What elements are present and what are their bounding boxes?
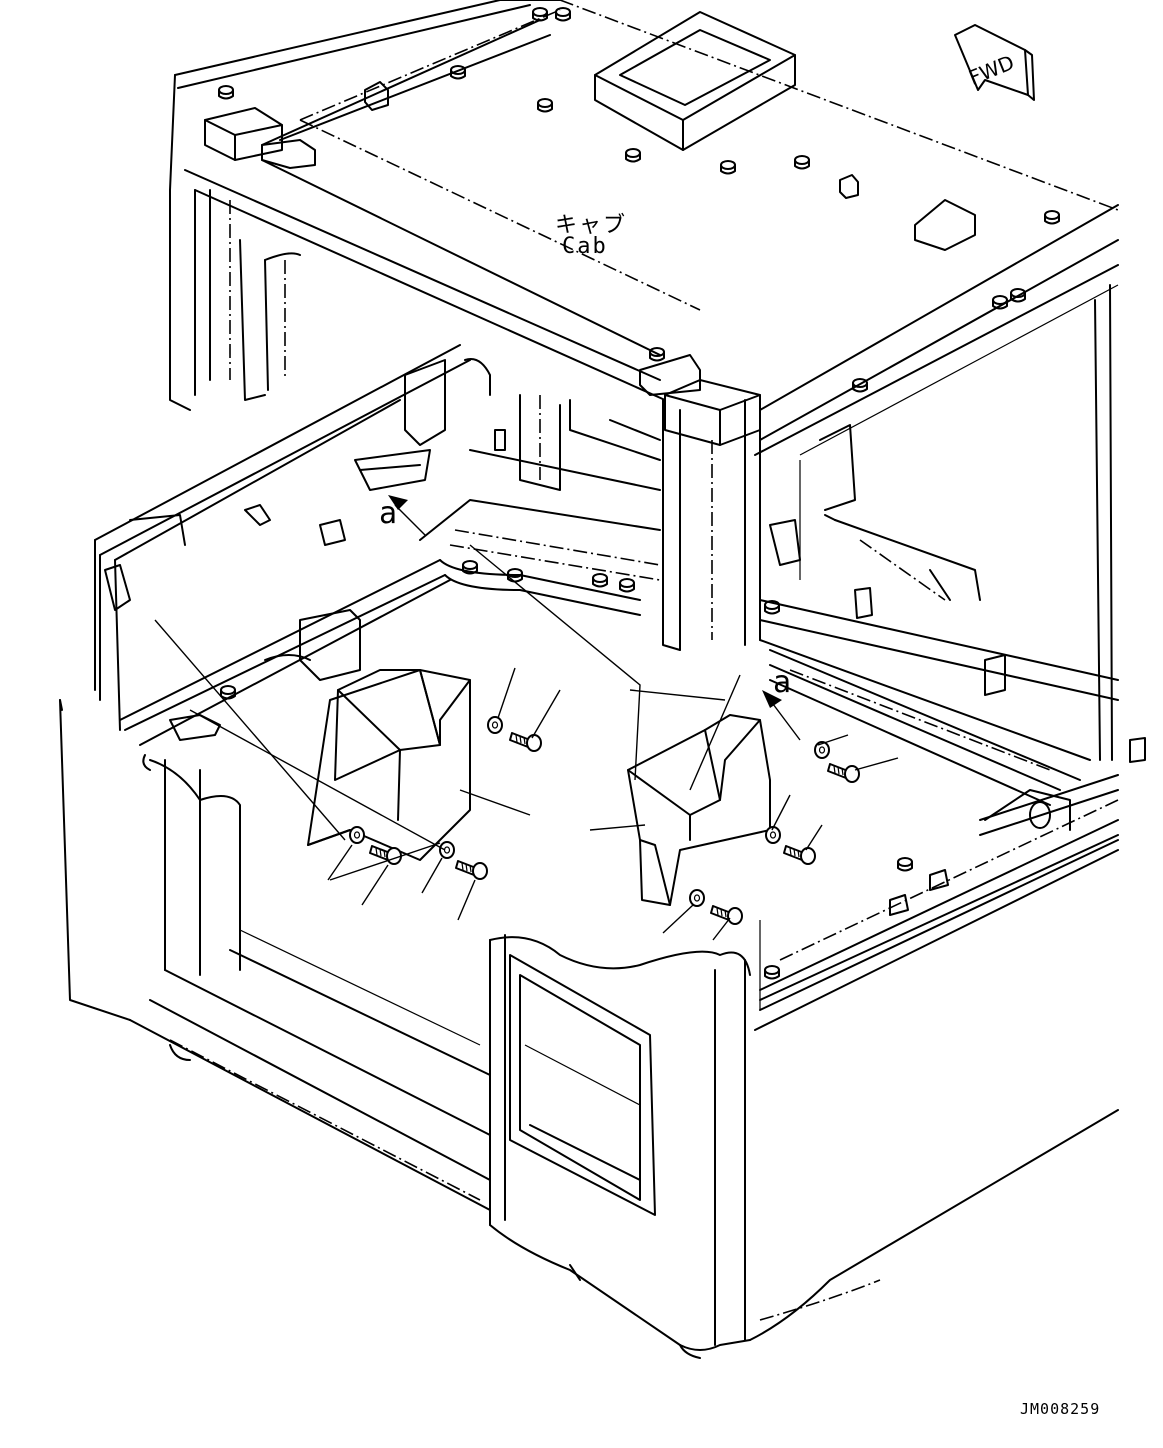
- nut-icon: [720, 160, 736, 175]
- bolt-icon: [509, 732, 542, 752]
- bolt-icon: [710, 905, 743, 925]
- right-duct-cover: [589, 714, 771, 906]
- leader-line: [712, 917, 731, 941]
- washer-icon: [814, 741, 830, 759]
- view-a-label-right: a: [773, 665, 792, 700]
- cab-label-japanese: キャブ: [555, 213, 628, 238]
- leader-line: [457, 879, 476, 921]
- nut-icon: [537, 98, 553, 113]
- leader-line: [327, 844, 353, 881]
- view-a-label-left: a: [379, 496, 398, 531]
- nut-icon: [532, 7, 548, 22]
- floor-nuts: [220, 560, 913, 980]
- washer-icon: [689, 889, 705, 907]
- left-duct-cover: [307, 669, 531, 861]
- nut-icon: [852, 378, 868, 393]
- bolt-icon: [827, 763, 860, 783]
- leader-line: [854, 757, 899, 771]
- washer-icon: [439, 841, 455, 859]
- bolt-icon: [455, 860, 488, 880]
- cab-label-english: Cab: [562, 234, 608, 259]
- leader-line: [805, 824, 823, 851]
- nut-icon: [764, 600, 780, 615]
- reference-lines: [154, 495, 801, 881]
- roof-nuts: [218, 7, 1060, 393]
- nut-icon: [220, 685, 236, 700]
- floor-hardware: [104, 358, 1146, 916]
- nut-icon: [619, 578, 635, 593]
- leader-line: [497, 667, 516, 719]
- nut-icon: [764, 965, 780, 980]
- leader-line: [771, 794, 791, 831]
- bolt-icon: [783, 845, 816, 865]
- nut-icon: [450, 65, 466, 80]
- nut-icon: [625, 148, 641, 163]
- floor-frame: [59, 284, 1119, 1359]
- view-arrow-icon: [388, 495, 408, 510]
- nut-icon: [992, 295, 1008, 310]
- washer-icon: [487, 716, 503, 734]
- leader-line: [421, 857, 443, 894]
- leader-line: [361, 864, 389, 906]
- leader-line: [817, 734, 849, 746]
- leader-line: [531, 689, 561, 739]
- washer-icon: [349, 826, 365, 844]
- leader-line: [662, 904, 694, 934]
- nut-icon: [1010, 288, 1026, 303]
- fasteners: [327, 667, 899, 941]
- nut-icon: [1044, 210, 1060, 225]
- nut-icon: [462, 560, 478, 575]
- nut-icon: [555, 7, 571, 22]
- nut-icon: [218, 85, 234, 100]
- figure-number: JM008259: [1020, 1400, 1101, 1418]
- view-arrow-icon: [762, 690, 782, 708]
- nut-icon: [649, 347, 665, 362]
- nut-icon: [897, 857, 913, 872]
- fwd-arrow-icon: [954, 24, 1035, 101]
- nut-icon: [592, 573, 608, 588]
- nut-icon: [794, 155, 810, 170]
- cab-frame: [169, 0, 1119, 651]
- roof-fittings: [364, 11, 976, 251]
